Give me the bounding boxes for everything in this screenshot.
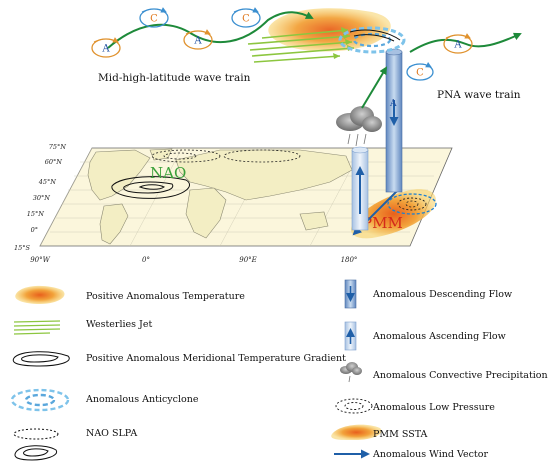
longitude-tick-label: 90°W — [30, 256, 50, 264]
legend-swatch-ascending — [344, 321, 357, 351]
legend-swatch-pmm-ssta — [331, 424, 382, 440]
anticyclone-center-label: A — [101, 44, 110, 55]
legend-label-wind-vector: Anomalous Wind Vector — [372, 449, 488, 460]
longitude-tick-label: 90°E — [239, 256, 257, 264]
legend-swatch-jet — [13, 320, 61, 335]
upper-anticyclone-pattern — [338, 26, 406, 54]
descending-flow-column: A — [385, 48, 403, 193]
rotation-arrow — [445, 33, 471, 39]
latitude-tick-label: 15°N — [27, 210, 45, 218]
legend-swatch-gradient — [12, 351, 70, 367]
world-map-panel: 75°N 60°N 45°N 30°N 15°N 0° 15°S 90°W 0° 90°E 180… — [14, 143, 453, 264]
mid-high-wave-arrow — [107, 11, 314, 49]
latitude-tick-label: 75°N — [49, 143, 67, 151]
descending-center-label: A — [389, 99, 397, 109]
legend-swatch-precipitation — [340, 362, 362, 383]
latitude-tick-label: 0° — [31, 226, 38, 234]
legend-label-nao-slpa: NAO SLPA — [86, 428, 137, 439]
latitude-tick-label: 30°N — [33, 194, 51, 202]
latitude-tick-labels: 75°N 60°N 45°N 30°N 15°N 0° 15°S — [14, 143, 66, 252]
legend-label-low-pressure: Anomalous Low Pressure — [372, 402, 495, 413]
legend-swatch-descending — [344, 279, 357, 309]
longitude-tick-label: 180° — [341, 256, 358, 264]
south-america-shape — [99, 203, 129, 245]
legend-right: Anomalous Descending Flow Anomalous Asce… — [331, 279, 548, 460]
legend-swatch-nao — [13, 428, 59, 461]
legend-swatch-low-pressure — [335, 398, 373, 414]
legend-label-descending-flow: Anomalous Descending Flow — [372, 289, 512, 300]
legend-left: Positive Anomalous Temperature Westerlie… — [10, 285, 346, 461]
legend-label-convective-precipitation: Anomalous Convective Precipitation — [372, 370, 548, 381]
legend-label-ascending-flow: Anomalous Ascending Flow — [372, 331, 506, 342]
longitude-tick-labels: 90°W 0° 90°E 180° — [30, 256, 357, 264]
africa-shape — [185, 187, 227, 239]
legend-label-positive-anomalous-temperature: Positive Anomalous Temperature — [86, 291, 245, 302]
pna-link-arrow — [361, 66, 388, 109]
legend-label-pmm-ssta: PMM SSTA — [373, 429, 428, 440]
legend-swatch-warm — [15, 285, 65, 304]
convective-cloud-icon — [336, 106, 382, 147]
rotation-arrow — [93, 37, 119, 43]
rotation-arrow — [408, 61, 432, 68]
upper-warm-region — [268, 8, 391, 52]
pressure-center-rings: A C A C C A — [91, 7, 473, 81]
longitude-tick-label: 0° — [142, 256, 150, 264]
legend-label-meridional-gradient: Positive Anomalous Meridional Temperatur… — [86, 353, 346, 364]
legend-label-westerlies-jet: Westerlies Jet — [86, 319, 152, 330]
eurasia-shape — [175, 149, 353, 201]
nao-label: NAO — [150, 164, 186, 182]
cyclone-center-label: C — [416, 68, 424, 79]
anticyclone-center-label: A — [193, 36, 202, 47]
pna-wave-label: PNA wave train — [437, 89, 521, 101]
westerlies-jet — [247, 27, 355, 63]
latitude-tick-label: 45°N — [38, 178, 57, 186]
latitude-tick-label: 15°S — [14, 244, 31, 252]
legend-label-anomalous-anticyclone: Anomalous Anticyclone — [85, 394, 199, 405]
rotation-arrow — [185, 29, 211, 35]
rotation-arrow — [233, 7, 259, 13]
cyclone-center-label: C — [242, 14, 250, 25]
cyclone-center-label: C — [150, 14, 158, 25]
rotation-arrow — [141, 7, 167, 13]
north-america-shape — [87, 149, 151, 201]
pmm-label: PMM — [362, 214, 403, 232]
latitude-tick-label: 60°N — [45, 158, 63, 166]
ascending-flow-column — [351, 146, 369, 231]
anticyclone-center-label: A — [453, 40, 462, 51]
nao-slpa-contours — [111, 149, 301, 199]
australia-shape — [299, 211, 329, 231]
legend-swatch-anticyclone — [10, 388, 70, 412]
pna-wave-arrow — [409, 32, 522, 53]
mid-high-wave-label: Mid-high-latitude wave train — [98, 72, 251, 84]
